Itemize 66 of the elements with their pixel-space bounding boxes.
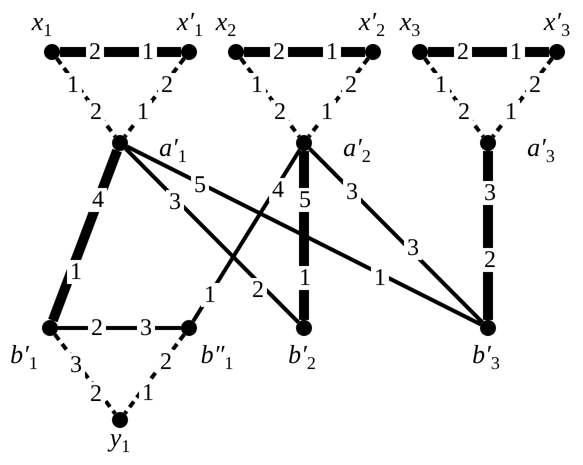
graph-edge	[192, 148, 302, 322]
vertex-dot	[549, 44, 565, 60]
graph-edge	[308, 147, 484, 324]
vertex-label: b′$_{3}$	[472, 342, 500, 372]
edge-end-number: 3	[67, 353, 85, 377]
vertex-label: x′$_{2}$	[358, 8, 386, 40]
graph-edge	[239, 57, 301, 138]
vertex-dot	[44, 44, 60, 60]
vertex-label: a′$_{1}$	[159, 134, 187, 166]
edge-end-number: 2	[158, 73, 176, 97]
vertex-label: b′$_{1}$	[10, 342, 38, 372]
edge-end-number: 1	[502, 100, 520, 124]
graph-edge	[123, 57, 186, 138]
edge-end-number: 2	[87, 382, 105, 406]
edge-end-number: 2	[87, 100, 105, 124]
edge-end-number: 3	[404, 236, 422, 260]
vertex-label: x$_{2}$	[216, 8, 236, 40]
edge-end-number: 3	[343, 180, 361, 204]
vertex-label: x′$_{1}$	[176, 8, 204, 40]
graph-edge	[124, 147, 300, 324]
edge-end-number: 2	[526, 73, 544, 97]
graph-edge	[244, 47, 365, 57]
vertex-label: a′$_{3}$	[527, 134, 555, 166]
edge-end-number: 2	[455, 100, 473, 124]
vertex-label: b″$_{1}$	[200, 342, 234, 372]
vertex-label: x′$_{3}$	[544, 8, 570, 40]
vertex-dot	[296, 135, 312, 151]
edge-end-number: 1	[64, 73, 82, 97]
graph-edge	[55, 57, 117, 138]
graph-edge	[428, 47, 549, 57]
vertex-label: x$_{3}$	[400, 8, 420, 40]
vertex-label: x$_{1}$	[32, 8, 52, 40]
vertex-dot	[181, 320, 197, 336]
vertex-label: y$_{1}$	[110, 424, 130, 456]
vertex-dot	[228, 44, 244, 60]
graph-edge	[58, 326, 181, 330]
graph-edge	[483, 151, 493, 320]
edge-end-number: 1	[248, 73, 266, 97]
edge-end-number: 1	[432, 73, 450, 97]
vertex-label: a′$_{2}$	[343, 134, 371, 166]
graph-edge	[48, 148, 122, 322]
vertex-dot	[181, 44, 197, 60]
edge-end-number: 1	[318, 100, 336, 124]
edge-end-number: 4	[269, 178, 287, 202]
vertex-dot	[480, 135, 496, 151]
graph-edge	[491, 57, 554, 138]
vertex-dot	[480, 320, 496, 336]
vertex-dot	[112, 412, 128, 428]
graph-edge	[299, 151, 309, 320]
edge-end-number: 2	[342, 73, 360, 97]
vertex-dot	[296, 320, 312, 336]
vertex-dot	[42, 320, 58, 336]
vertex-dot	[365, 44, 381, 60]
edge-end-number: 2	[271, 100, 289, 124]
edge-end-number: 1	[134, 100, 152, 124]
graph-edge	[53, 333, 117, 415]
graph-edge	[123, 333, 186, 415]
vertex-label: b′$_{2}$	[288, 342, 316, 372]
graph-edge	[60, 47, 181, 57]
graph-edge	[126, 144, 482, 326]
edge-end-number: 4	[89, 188, 107, 212]
vertex-dot	[112, 135, 128, 151]
graph-edge	[307, 57, 370, 138]
vertex-dot	[412, 44, 428, 60]
graph-edge	[423, 57, 485, 138]
edge-end-number: 1	[201, 283, 219, 307]
